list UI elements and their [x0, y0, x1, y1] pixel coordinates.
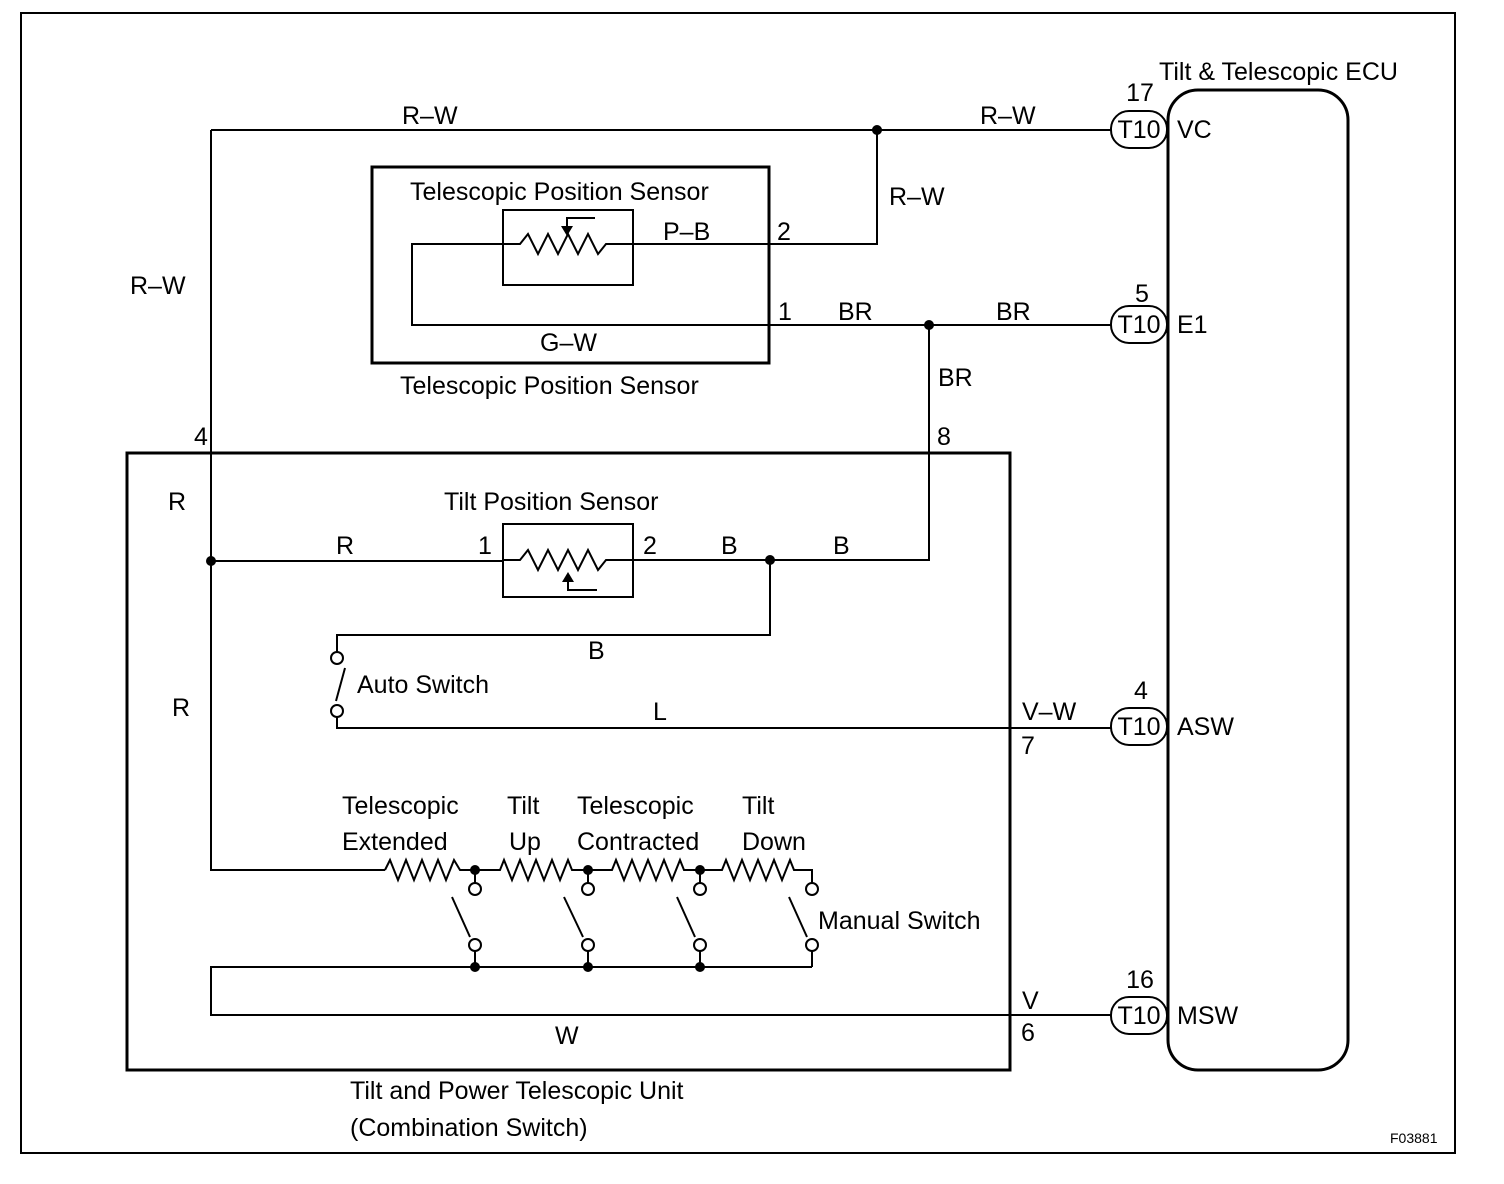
- ecu-pin-vc-number: 17: [1126, 79, 1154, 107]
- bus-node-3: [695, 962, 705, 972]
- ecu-pin-asw-number: 4: [1134, 677, 1148, 705]
- ecu-pin-msw-connector: T10: [1117, 1002, 1160, 1030]
- wire-l-vw: [336, 717, 1111, 729]
- label-rw-right-vertical: R–W: [889, 183, 945, 211]
- ecu-pin-vc-connector: T10: [1117, 116, 1160, 144]
- label-telescopic-contracted-1: Telescopic: [577, 792, 694, 820]
- unit-caption-line2: (Combination Switch): [350, 1114, 588, 1142]
- label-v: V: [1022, 987, 1039, 1015]
- auto-switch-blade: [335, 667, 346, 702]
- switch-telescopic-contracted: [676, 870, 707, 967]
- tilt-sensor-pin-1: 1: [478, 532, 492, 560]
- ecu-pin-asw-connector: T10: [1117, 713, 1160, 741]
- telescopic-sensor-pin-1: 1: [778, 298, 792, 326]
- telescopic-sensor-inner-title: Telescopic Position Sensor: [410, 178, 709, 206]
- tilt-telescopic-unit-box: [125, 451, 1012, 1072]
- telescopic-sensor-caption: Telescopic Position Sensor: [400, 372, 699, 400]
- unit-pin-8: 8: [937, 423, 951, 451]
- ecu-box: [1166, 88, 1350, 1072]
- telescopic-sensor-wiper-arrow-icon: [561, 226, 573, 236]
- label-rw-top-right: R–W: [980, 102, 1036, 130]
- switch-tilt-up: [563, 870, 595, 967]
- diagram-frame: [20, 12, 1456, 1154]
- label-br-1: BR: [838, 298, 873, 326]
- ecu-pin-msw: 16 T10 MSW: [1110, 966, 1239, 1035]
- ecu-pin-e1-connector: T10: [1117, 311, 1160, 339]
- switch-tilt-down: [788, 882, 819, 967]
- wire-w-v: [210, 966, 1111, 1016]
- telescopic-sensor-pin-2: 2: [777, 218, 791, 246]
- tilt-sensor-wiper-arrow-icon: [562, 572, 574, 582]
- auto-switch-bottom-contact: [330, 704, 344, 718]
- label-tilt-down-1: Tilt: [742, 792, 774, 820]
- telescopic-sensor-box: [370, 165, 771, 365]
- label-b-2: B: [833, 532, 850, 560]
- telescopic-sensor-resistor-box: [502, 209, 634, 286]
- wire-br-vertical: [770, 325, 930, 561]
- label-r-3: R: [172, 694, 190, 722]
- label-l: L: [653, 698, 667, 726]
- wire-rw-left-vertical: [210, 130, 385, 871]
- unit-caption-line1: Tilt and Power Telescopic Unit: [350, 1077, 684, 1105]
- label-br-2: BR: [996, 298, 1031, 326]
- wire-pb: [632, 130, 878, 245]
- label-r-1: R: [168, 488, 186, 516]
- label-rw-left-vertical: R–W: [130, 272, 186, 300]
- auto-switch-top-contact: [330, 651, 344, 665]
- ecu-pin-e1-number: 5: [1135, 280, 1149, 308]
- bus-node-1: [470, 962, 480, 972]
- ecu-pin-e1: 5 T10 E1: [1110, 280, 1208, 344]
- unit-pin-6: 6: [1021, 1019, 1035, 1047]
- label-r-2: R: [336, 532, 354, 560]
- label-tilt-up-2: Up: [509, 828, 541, 856]
- unit-pin-7: 7: [1021, 732, 1035, 760]
- ecu-pin-asw-terminal: ASW: [1177, 713, 1234, 741]
- label-tilt-down-2: Down: [742, 828, 806, 856]
- label-telescopic-extended-2: Extended: [342, 828, 448, 856]
- tilt-sensor-pin-2: 2: [643, 532, 657, 560]
- label-vw: V–W: [1022, 698, 1077, 726]
- label-b-1: B: [721, 532, 738, 560]
- bus-node-2: [583, 962, 593, 972]
- manual-switch-label: Manual Switch: [818, 907, 981, 935]
- label-telescopic-extended-1: Telescopic: [342, 792, 459, 820]
- unit-pin-4: 4: [194, 423, 208, 451]
- wire-b-auto: [336, 560, 771, 652]
- label-gw: G–W: [540, 329, 597, 357]
- ecu-pin-vc: 17 T10 VC: [1110, 79, 1212, 149]
- label-b-3: B: [588, 637, 605, 665]
- switch-telescopic-extended: [451, 870, 482, 967]
- figure-code: F03881: [1390, 1130, 1438, 1146]
- label-rw-top-left: R–W: [402, 102, 458, 130]
- ecu-pin-asw: 4 T10 ASW: [1110, 677, 1234, 746]
- label-pb: P–B: [663, 218, 710, 246]
- label-tilt-up-1: Tilt: [507, 792, 539, 820]
- telescopic-sensor-resistor: [503, 231, 633, 257]
- ecu-pin-msw-number: 16: [1126, 966, 1154, 994]
- label-br-vertical: BR: [938, 364, 973, 392]
- ecu-pin-vc-terminal: VC: [1177, 116, 1212, 144]
- auto-switch-label: Auto Switch: [357, 671, 489, 699]
- tilt-sensor-title: Tilt Position Sensor: [444, 488, 658, 516]
- label-telescopic-contracted-2: Contracted: [577, 828, 699, 856]
- manual-switch-resistor-ladder: [384, 857, 813, 883]
- tilt-sensor-resistor: [503, 547, 633, 573]
- wire-gw-br: [411, 243, 1111, 326]
- ecu-pin-e1-terminal: E1: [1177, 311, 1208, 339]
- ecu-pin-msw-terminal: MSW: [1177, 1002, 1239, 1030]
- ecu-title: Tilt & Telescopic ECU: [1159, 58, 1398, 86]
- label-w: W: [555, 1022, 579, 1050]
